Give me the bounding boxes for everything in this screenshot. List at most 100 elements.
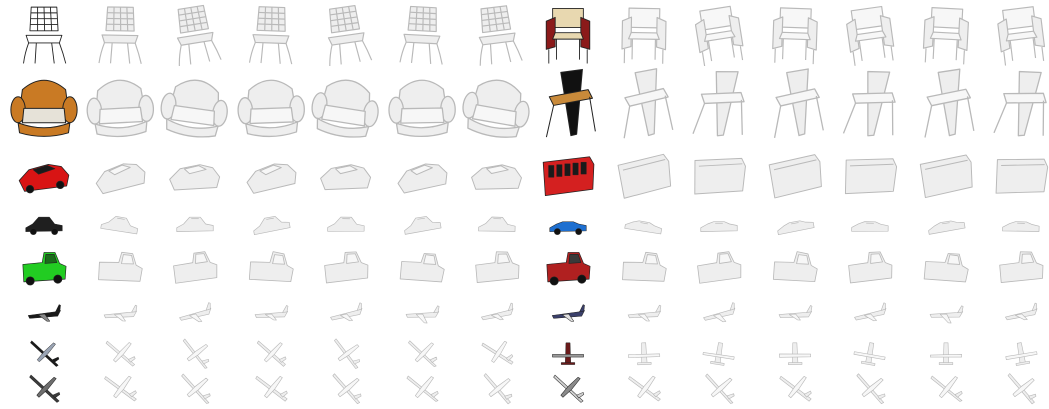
airplane-mesh [930, 375, 963, 402]
airplane-mesh [254, 375, 288, 402]
input-airplane-image-right-8 [532, 370, 604, 406]
chair-mesh [923, 68, 974, 138]
reconstruction-car-right-5-5 [910, 246, 982, 292]
chair-mesh [176, 4, 222, 66]
airplane-mesh [483, 373, 513, 405]
armchair-render [10, 79, 78, 137]
reconstruction-airplane-left-8-3 [235, 370, 307, 406]
reconstruction-airplane-right-6-3 [759, 296, 831, 332]
airplane-mesh [778, 375, 812, 402]
reconstruction-airplane-right-8-5 [910, 370, 982, 406]
reconstruction-airplane-left-7-4 [310, 336, 382, 370]
chair-mesh [478, 5, 523, 66]
reconstruction-chair-left-1-5 [386, 2, 458, 66]
reconstruction-airplane-right-7-3 [759, 336, 831, 370]
car-mesh [396, 163, 447, 194]
reconstruction-car-left-5-5 [386, 246, 458, 292]
reconstruction-airplane-right-7-5 [910, 336, 982, 370]
input-airplane-image-left-7 [8, 336, 80, 370]
chair-mesh [842, 70, 896, 137]
reconstruction-car-left-5-2 [159, 246, 231, 292]
airplane-render [553, 374, 585, 403]
reconstruction-airplane-right-6-2 [683, 296, 755, 332]
bus-mesh [995, 158, 1049, 194]
input-chair-image-right-1 [532, 2, 604, 66]
car-mesh [246, 163, 296, 194]
airplane-mesh [1007, 373, 1037, 405]
car-mesh [99, 215, 138, 235]
reconstruction-chair-right-2-1 [608, 68, 680, 140]
car-mesh [1002, 221, 1040, 232]
airplane-mesh [481, 302, 514, 321]
reconstruction-airplane-left-7-1 [84, 336, 156, 370]
airplane-mesh [929, 305, 963, 324]
airplane-mesh [330, 302, 363, 322]
bus-mesh [768, 154, 822, 199]
input-bus-image-right-3 [532, 146, 604, 200]
car-mesh [320, 164, 372, 191]
reconstruction-chair-right-2-3 [759, 68, 831, 140]
panel-divider [524, 0, 526, 409]
chair-mesh [398, 5, 443, 65]
chair-render [545, 7, 591, 64]
chair-mesh [846, 5, 895, 66]
airplane-mesh [1005, 342, 1038, 366]
reconstruction-car-right-5-3 [759, 246, 831, 292]
reconstruction-airplane-right-7-6 [985, 336, 1049, 370]
reconstruction-car-left-3-6 [461, 146, 533, 200]
airplane-mesh [627, 375, 661, 402]
reconstruction-car-left-5-1 [84, 246, 156, 292]
reconstruction-car-right-4-5 [910, 205, 982, 243]
bus-render [542, 156, 595, 197]
reconstruction-car-left-5-3 [235, 246, 307, 292]
input-airplane-image-right-7 [532, 336, 604, 370]
reconstruction-airplane-right-8-3 [759, 370, 831, 406]
airplane-mesh [405, 305, 439, 324]
chair-mesh [993, 70, 1047, 137]
reconstruction-airplane-left-8-6 [461, 370, 533, 406]
reconstruction-car-right-4-4 [834, 205, 906, 243]
reconstruction-airplane-right-8-1 [608, 370, 680, 406]
airplane-render [30, 340, 60, 367]
chair-render [545, 68, 596, 138]
bus-mesh [844, 158, 898, 195]
airplane-mesh [1005, 302, 1038, 321]
airplane-render [29, 374, 61, 403]
airplane-mesh [854, 302, 887, 322]
reconstruction-chair-right-2-6 [985, 68, 1049, 140]
reconstruction-airplane-left-8-1 [84, 370, 156, 406]
reconstruction-car-right-5-4 [834, 246, 906, 292]
airplane-mesh [182, 338, 210, 369]
reconstruction-car-right-4-3 [759, 205, 831, 243]
car-mesh [173, 251, 218, 284]
input-airplane-image-left-8 [8, 370, 80, 406]
reconstruction-armchair-left-2-2 [159, 68, 231, 140]
car-render [549, 221, 587, 235]
airplane-mesh [856, 373, 886, 404]
car-mesh [169, 164, 221, 191]
bus-mesh [919, 154, 973, 199]
input-airplane-image-left-6 [8, 296, 80, 332]
reconstruction-car-right-5-6 [985, 246, 1049, 292]
reconstruction-airplane-right-7-4 [834, 336, 906, 370]
car-mesh [700, 221, 738, 232]
bus-mesh [617, 153, 671, 199]
input-chair-image-right-2 [532, 68, 604, 140]
car-mesh [248, 251, 294, 283]
car-mesh [697, 251, 742, 284]
reconstruction-airplane-right-6-1 [608, 296, 680, 332]
reconstruction-armchair-left-2-4 [310, 68, 382, 140]
reconstruction-chair-right-1-1 [608, 2, 680, 66]
car-mesh [623, 220, 662, 235]
reconstruction-airplane-left-6-6 [461, 296, 533, 332]
armchair-mesh [236, 79, 305, 138]
car-mesh [772, 251, 818, 283]
reconstruction-car-left-3-1 [84, 146, 156, 200]
reconstruction-airplane-right-7-1 [608, 336, 680, 370]
airplane-mesh [181, 373, 211, 404]
reconstruction-airplane-right-8-4 [834, 370, 906, 406]
airplane-mesh [105, 340, 135, 367]
reconstruction-car-left-4-3 [235, 205, 307, 243]
reconstruction-car-left-3-2 [159, 146, 231, 200]
